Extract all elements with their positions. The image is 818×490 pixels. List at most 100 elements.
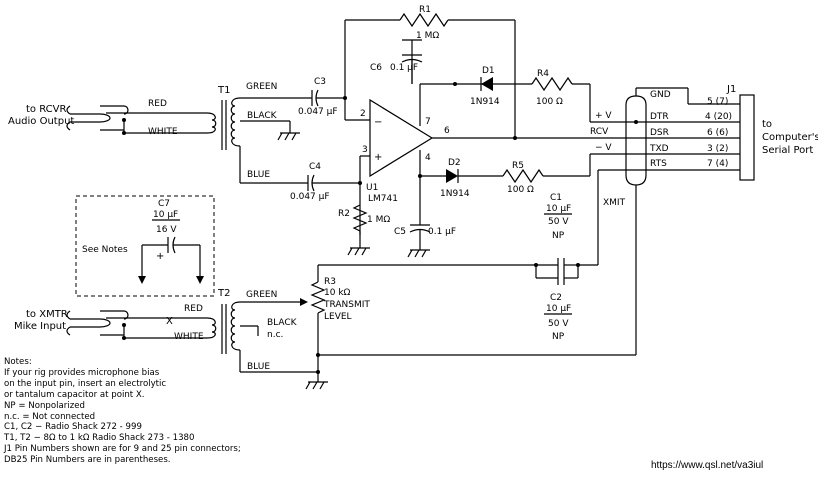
c6-value: 0.1 μF <box>390 63 418 73</box>
resistor-r4 <box>531 76 573 92</box>
opamp-u1 <box>369 98 434 178</box>
r1-value: 1 MΩ <box>416 31 439 41</box>
t2-black-lead: BLACK <box>267 318 298 328</box>
resistor-r1 <box>399 12 449 28</box>
xmtr-mike-jack <box>66 310 207 340</box>
capacitor-c2 <box>557 272 565 285</box>
pos-v-label: + V <box>595 111 612 121</box>
c1-value-3: NP <box>552 231 565 241</box>
r2-ground-symbol <box>347 247 370 256</box>
r3-function-2: LEVEL <box>324 312 352 322</box>
notes-line: n.c. = Not connected <box>4 411 96 422</box>
c5-label: C5 <box>394 227 406 237</box>
t1-green-lead: GREEN <box>246 82 277 92</box>
c4-value: 0.047 μF <box>290 192 330 202</box>
pin-6: 6 <box>444 126 450 136</box>
transformer-t2 <box>206 301 241 354</box>
r5-value: 100 Ω <box>507 185 534 195</box>
c5-ground-symbol <box>407 249 430 258</box>
j1-pin-number-txd: 3 (2) <box>707 144 728 154</box>
t2-green-lead: GREEN <box>246 290 277 300</box>
connector-j1 <box>739 94 755 181</box>
capacitor-c4 <box>307 174 360 192</box>
capacitor-c1 <box>557 258 565 272</box>
r3-function-1: TRANSMIT <box>323 300 370 310</box>
xmit-label: XMIT <box>603 198 626 208</box>
transformer-t1 <box>206 97 241 150</box>
c7-value-1: 10 μF <box>153 210 178 220</box>
c4-label: C4 <box>309 162 321 172</box>
t1-blue-lead: BLUE <box>247 170 270 180</box>
rcv-label: RCV <box>590 127 609 137</box>
rcvr-label-line1: to RCVR <box>26 104 66 115</box>
t1-label: T1 <box>217 85 230 96</box>
c3-label: C3 <box>314 77 326 87</box>
d2-label: D2 <box>448 158 461 168</box>
notes-line: NP = Nonpolarized <box>4 400 85 411</box>
rcvr-audio-jack <box>66 105 207 135</box>
c5-value: 0.1 μF <box>428 227 456 237</box>
connector-j1-pin-dsr: DSR 6 (6) <box>650 128 728 138</box>
r3-wiper-arrow-icon <box>300 298 308 306</box>
to-computer-line2: Computer's <box>762 132 818 143</box>
j1-signal-txd: TXD <box>649 144 669 154</box>
connector-j1-pin-gnd: GND 5 (7) <box>650 90 728 107</box>
notes-line: on the input pin, insert an electrolytic <box>4 378 167 389</box>
j1-pin-number-gnd: 5 (7) <box>707 97 728 107</box>
c1-label: C1 <box>550 193 562 203</box>
t2-nc-label: n.c. <box>267 330 283 340</box>
t2-blue-lead: BLUE <box>247 362 270 372</box>
r4-label: R4 <box>537 69 549 79</box>
r2-label: R2 <box>338 209 350 219</box>
t1-black-lead: BLACK <box>247 111 278 121</box>
j1-pin-number-rts: 7 (4) <box>707 159 728 169</box>
pin-3: 3 <box>362 145 368 155</box>
d1-value: 1N914 <box>470 97 500 107</box>
to-computer-line3: Serial Port <box>762 145 813 156</box>
j1-signal-gnd: GND <box>650 90 671 100</box>
j1-signal-dsr: DSR <box>650 128 669 138</box>
t1-red-lead: RED <box>148 99 167 109</box>
c1-value-1: 10 μF <box>546 204 571 214</box>
neg-v-label: − V <box>595 143 612 153</box>
t1-ground-symbol <box>277 132 300 141</box>
r3-label: R3 <box>324 277 336 287</box>
u1-label: U1 <box>366 183 378 193</box>
source-credit: https://www.qsl.net/va3iul <box>651 460 764 471</box>
u1-value: LM741 <box>368 194 398 204</box>
connector-j1-pin-txd: TXD 3 (2) <box>649 144 728 154</box>
to-computer-line1: to <box>762 119 772 130</box>
d2-value: 1N914 <box>440 189 470 199</box>
notes-line: C1, C2 − Radio Shack 272 - 999 <box>4 422 142 433</box>
r4-value: 100 Ω <box>536 97 563 107</box>
xmtr-label-line1: to XMTR <box>26 309 68 320</box>
pin-7: 7 <box>425 117 431 127</box>
notes-line: DB25 Pin Numbers are in parentheses. <box>4 455 171 466</box>
r2-value: 1 MΩ <box>367 215 390 225</box>
point-x-mark: X <box>166 316 173 327</box>
t1-white-lead: WHITE <box>148 127 178 137</box>
j1-label: J1 <box>726 84 736 95</box>
see-notes-label: See Notes <box>82 245 128 255</box>
c7-arrow-right-icon <box>196 276 204 284</box>
xmtr-label-line2: Mike Input <box>14 321 66 332</box>
j1-pin-number-dsr: 6 (6) <box>707 128 728 138</box>
resistor-r5 <box>502 168 544 184</box>
opamp-minus: − <box>374 117 382 128</box>
t2-red-lead: RED <box>184 304 203 314</box>
notes-line: T1, T2 − 8Ω to 1 kΩ Radio Shack 273 - 13… <box>4 433 195 444</box>
c2-value-1: 10 μF <box>546 304 571 314</box>
r1-label: R1 <box>419 5 431 15</box>
d1-label: D1 <box>482 66 495 76</box>
t2-label: T2 <box>217 288 230 299</box>
c7-value-2: 16 V <box>156 225 177 235</box>
potentiometer-r3 <box>310 281 326 314</box>
j1-signal-rts: RTS <box>650 159 667 169</box>
rcvr-label-line2: Audio Output <box>8 116 74 127</box>
j1-signal-dtr: DTR <box>650 112 669 122</box>
r3-ground-symbol <box>305 381 328 390</box>
capacitor-c3 <box>311 89 345 107</box>
c1-value-2: 50 V <box>548 217 569 227</box>
capacitor-c5 <box>409 224 431 233</box>
